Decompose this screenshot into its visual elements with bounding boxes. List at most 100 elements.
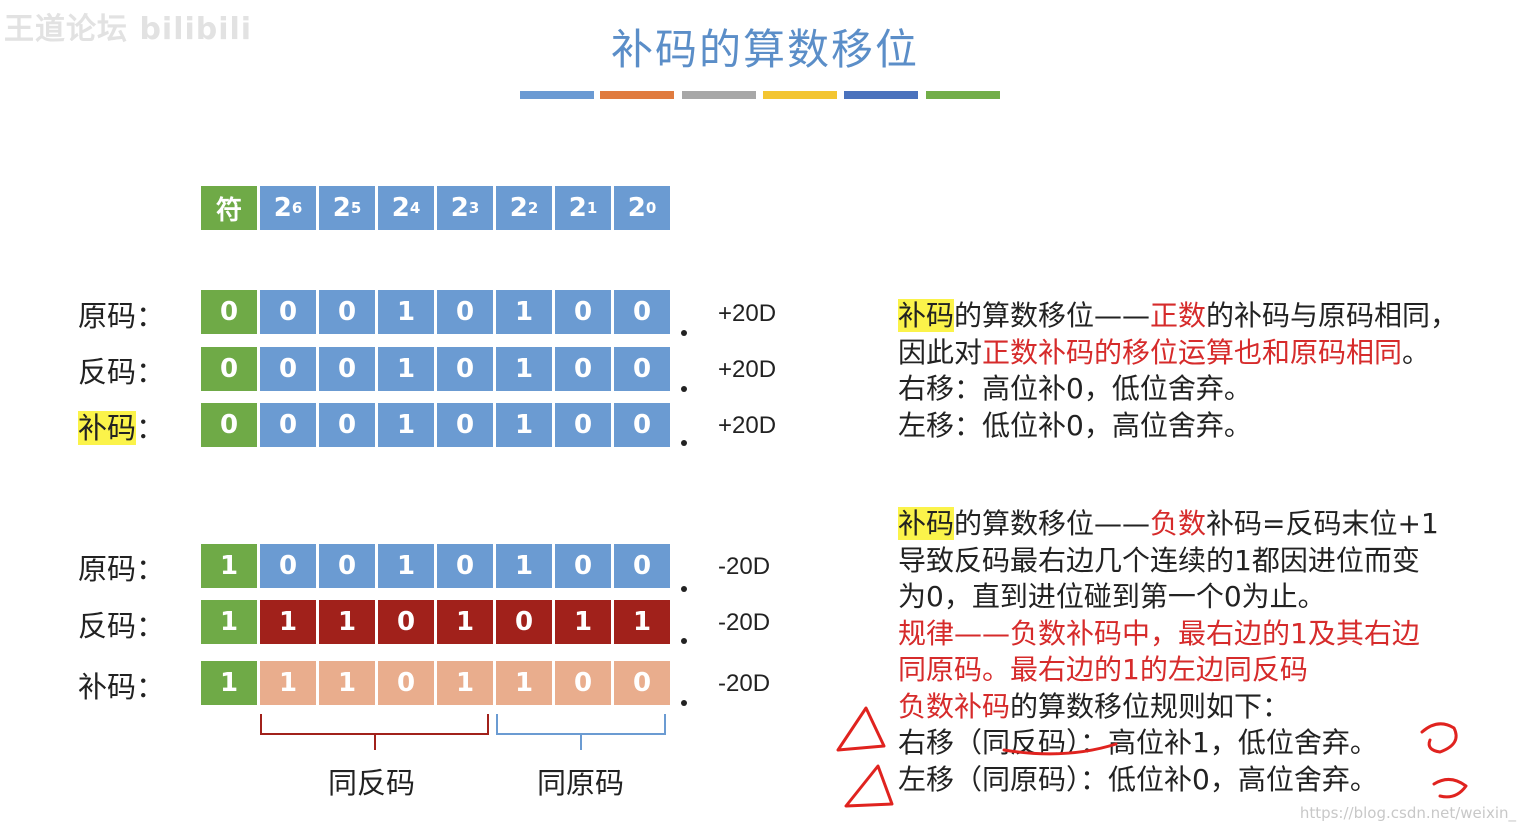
cell-text: 0	[632, 297, 652, 327]
bit-cell: 1	[378, 403, 434, 447]
cell-text: 0	[396, 607, 416, 637]
bit-cell: 1	[496, 290, 552, 334]
cell-text: 1	[278, 668, 298, 698]
p1-text: 的算数移位——	[954, 299, 1151, 332]
cell-text: 0	[632, 410, 652, 440]
cell-text: 1	[514, 297, 534, 327]
cell-text: 0	[455, 297, 475, 327]
bit-cell: 0	[614, 544, 670, 588]
cell-exponent: 4	[409, 199, 421, 217]
cell-text: 0	[514, 607, 534, 637]
cell-text: 1	[455, 668, 475, 698]
cell-text: 0	[455, 551, 475, 581]
cell-text: 0	[573, 354, 593, 384]
underline-annotation	[1002, 742, 1118, 756]
bit-cell: 0	[614, 290, 670, 334]
cell-text: 1	[219, 607, 239, 637]
bit-cell: 0	[260, 544, 316, 588]
cell-text: 1	[514, 354, 534, 384]
bit-cell: 1	[614, 600, 670, 644]
triangle-annotation-2	[844, 764, 894, 808]
sign-bit-cell: 0	[201, 290, 257, 334]
watermark: 王道论坛 bilibili	[4, 12, 253, 47]
decimal-point	[681, 330, 687, 336]
arrow-annotation	[1432, 778, 1468, 799]
color-bar	[520, 91, 594, 99]
p1-red: 正数补码的移位运算也和原码相同	[982, 335, 1403, 369]
p1-text: 因此对	[898, 335, 983, 369]
cell-text: 0	[337, 410, 357, 440]
cell-text: 2	[391, 193, 410, 223]
bit-cell: 0	[319, 290, 375, 334]
bit-cell: 1	[496, 347, 552, 391]
sign-bit-cell: 1	[201, 600, 257, 644]
label-pos-ones-complement: 反码：	[78, 355, 166, 389]
bit-cell: 1	[437, 661, 493, 705]
bit-cell: 0	[260, 403, 316, 447]
positive-shift-explanation: 补码的算数移位——正数的补码与原码相同， 因此对正数补码的移位运算也和原码相同。…	[898, 298, 1458, 444]
cell-exponent: 0	[645, 199, 657, 217]
cell-text: 1	[337, 668, 357, 698]
p1-red: 正数	[1150, 299, 1207, 332]
value-neg-2: -20D	[718, 609, 771, 636]
value-pos-3: +20D	[718, 412, 777, 439]
p2-line6: 负数补码的算数移位规则如下：	[898, 689, 1439, 726]
p2-text: 的算数移位——	[954, 507, 1151, 540]
p2-line7: 右移（同反码）：高位补1，低位舍弃。	[898, 726, 1378, 759]
bit-cell: 1	[319, 661, 375, 705]
cell-text: 0	[278, 410, 298, 440]
bit-cell: 0	[555, 544, 611, 588]
cell-text: 1	[573, 607, 593, 637]
p2-red: 负数	[1150, 507, 1207, 540]
bit-cell: 0	[614, 347, 670, 391]
bit-cell: 0	[555, 661, 611, 705]
bit-cell: 0	[319, 544, 375, 588]
value-pos-1: +20D	[718, 300, 777, 327]
cell-text: 2	[332, 193, 351, 223]
cell-text: 1	[396, 551, 416, 581]
value-pos-2: +20D	[718, 356, 777, 383]
decimal-point	[681, 440, 687, 446]
cell-text: 0	[455, 410, 475, 440]
cell-text: 2	[627, 193, 646, 223]
bit-cell: 0	[437, 290, 493, 334]
cell-text: 0	[219, 297, 239, 327]
cell-text: 0	[573, 668, 593, 698]
cell-text: 0	[278, 354, 298, 384]
bracket-right	[496, 714, 666, 750]
cell-text: 0	[219, 354, 239, 384]
negative-shift-explanation: 补码的算数移位——负数补码=反码末位+1 导致反码最右边几个连续的1都因进位而变…	[898, 506, 1439, 798]
bracket-label-same-ones: 同反码	[328, 766, 416, 800]
bit-cell: 0	[555, 403, 611, 447]
decimal-point	[681, 700, 687, 706]
bit-cell: 0	[614, 403, 670, 447]
bracket-left	[260, 714, 489, 750]
cell-exponent: 6	[291, 199, 303, 217]
bit-cell: 1	[496, 544, 552, 588]
p2-line4: 规律——负数补码中，最右边的1及其右边	[898, 616, 1420, 650]
p2-line8: 左移（同原码）：低位补0，高位舍弃。	[898, 762, 1378, 796]
sign-header-cell: 符	[201, 186, 257, 230]
bit-cell: 0	[319, 403, 375, 447]
p1-line3: 右移：高位补0，低位舍弃。	[898, 372, 1252, 405]
cell-text: 0	[278, 551, 298, 581]
cell-text: 1	[396, 354, 416, 384]
cell-exponent: 1	[586, 199, 598, 217]
cell-text: 0	[337, 297, 357, 327]
label-neg-twos-complement: 补码：	[78, 670, 166, 704]
p1-line2: 因此对正数补码的移位运算也和原码相同。	[898, 335, 1458, 372]
decimal-point	[681, 586, 687, 592]
p2-highlight: 补码	[898, 507, 955, 540]
cell-text: 1	[278, 607, 298, 637]
p1-line1: 补码的算数移位——正数的补码与原码相同，	[898, 298, 1458, 335]
cell-text: 1	[219, 668, 239, 698]
bit-cell: 0	[437, 347, 493, 391]
bit-cell: 0	[437, 544, 493, 588]
cell-text: 0	[573, 297, 593, 327]
label-neg-sign-magnitude: 原码：	[78, 552, 166, 586]
circle-annotation	[1420, 722, 1458, 754]
sign-bit-cell: 1	[201, 544, 257, 588]
